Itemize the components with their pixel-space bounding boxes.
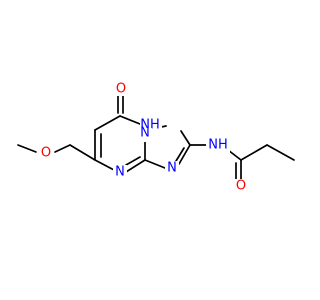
bond-c2-n3-double — [175, 147, 185, 162]
atom-o-amide: O — [236, 179, 246, 194]
atom-o-carbonyl-ring: O — [116, 82, 126, 97]
bond-ch2-o — [54, 144, 71, 153]
atom-o-ether: O — [41, 146, 51, 161]
bond-n4-c3a-double — [125, 156, 141, 166]
atom-n-bridge: N — [140, 126, 150, 141]
molecule-canvas: O NH N NH N N O O — [17, 81, 295, 194]
bond-c2-n3 — [178, 144, 191, 165]
bond-c7-c6 — [94, 115, 121, 131]
atom-n-triazole: N — [167, 161, 177, 176]
bond-n3-c3a — [144, 159, 166, 169]
bond-c5-n4 — [94, 159, 115, 171]
bonds — [17, 95, 295, 181]
molecule-structure: O NH N NH N N O O — [17, 81, 295, 194]
bond-n2-c2 — [180, 130, 191, 146]
bond-nh-c — [227, 149, 242, 161]
atom-labels: O NH N NH N N O O — [39, 81, 248, 194]
bond-c5-ch2 — [69, 144, 96, 161]
atom-n-pyrimidine: N — [115, 165, 125, 180]
atom-nh-amide: NH — [208, 138, 228, 153]
bond-o-ch3 — [17, 144, 37, 153]
bond-ch2-ch3 — [266, 144, 295, 161]
bond-c-ch2 — [240, 144, 268, 161]
bond-n4-c3a — [125, 159, 146, 173]
bond-c7-n1 — [119, 115, 141, 125]
